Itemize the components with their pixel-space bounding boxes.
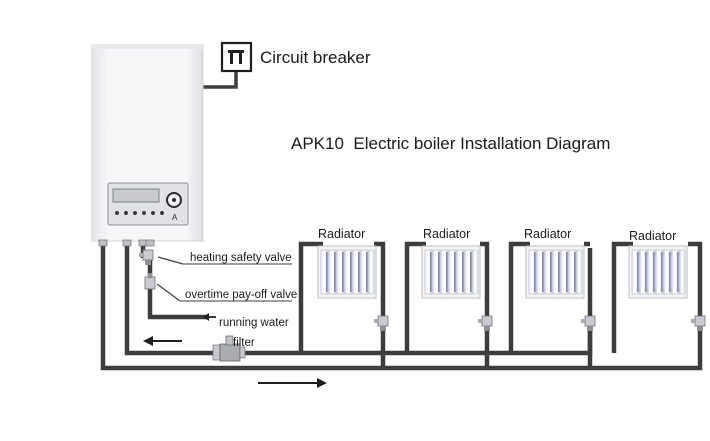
running-water-label: running water <box>219 317 289 329</box>
radiator-2: Radiator <box>421 227 493 332</box>
radiator-3-valve-icon <box>580 315 596 332</box>
diagram-title: APK10 Electric boiler Installation Diagr… <box>291 134 610 153</box>
boiler-unit: A <box>91 44 204 290</box>
radiator-2-supply <box>404 241 426 353</box>
svg-text:A: A <box>172 213 178 222</box>
supply-pipe-main <box>124 244 593 356</box>
radiator-3-supply <box>508 241 530 353</box>
filter-label: filter <box>233 337 255 349</box>
radiator-4: Radiator <box>628 229 706 332</box>
filter-icon <box>212 335 246 362</box>
return-pipe-main <box>100 244 703 371</box>
running-water-arrow-icon <box>203 313 216 321</box>
radiator-1-supply <box>298 241 323 353</box>
boiler-control-panel: A <box>107 182 189 226</box>
radiator-3: Radiator <box>524 227 596 332</box>
radiator-2-label: Radiator <box>423 227 470 241</box>
circuit-breaker-icon <box>220 41 253 73</box>
radiator-1-label: Radiator <box>318 227 365 241</box>
overtime-payoff-valve-label: overtime pay-off valve <box>185 289 297 301</box>
radiator-3-label: Radiator <box>524 227 571 241</box>
control-buttons <box>115 211 164 215</box>
flow-arrow-right-icon <box>258 378 327 388</box>
radiator-2-valve-icon <box>477 315 493 332</box>
radiator-2-top <box>480 241 490 316</box>
radiator-1: Radiator <box>317 227 389 332</box>
pipe-network <box>100 241 703 371</box>
heating-safety-valve-label: heating safety valve <box>190 252 292 264</box>
radiator-4-valve-icon <box>690 315 706 332</box>
radiator-4-label: Radiator <box>629 229 676 243</box>
radiator-1-valve-icon <box>373 315 389 332</box>
radiator-4-top <box>688 241 703 316</box>
radiator-1-top <box>374 241 386 316</box>
display-screen <box>112 188 160 203</box>
radiator-4-supply <box>611 241 633 353</box>
circuit-breaker-label: Circuit breaker <box>260 48 371 67</box>
valve-callouts: heating safety valve overtime pay-off va… <box>156 252 297 362</box>
circuit-breaker: Circuit breaker <box>220 41 371 73</box>
power-cable <box>202 72 238 89</box>
flow-arrow-left-icon <box>143 336 182 346</box>
boiler-fittings <box>98 239 155 247</box>
payoff-valve-icon <box>144 273 156 290</box>
